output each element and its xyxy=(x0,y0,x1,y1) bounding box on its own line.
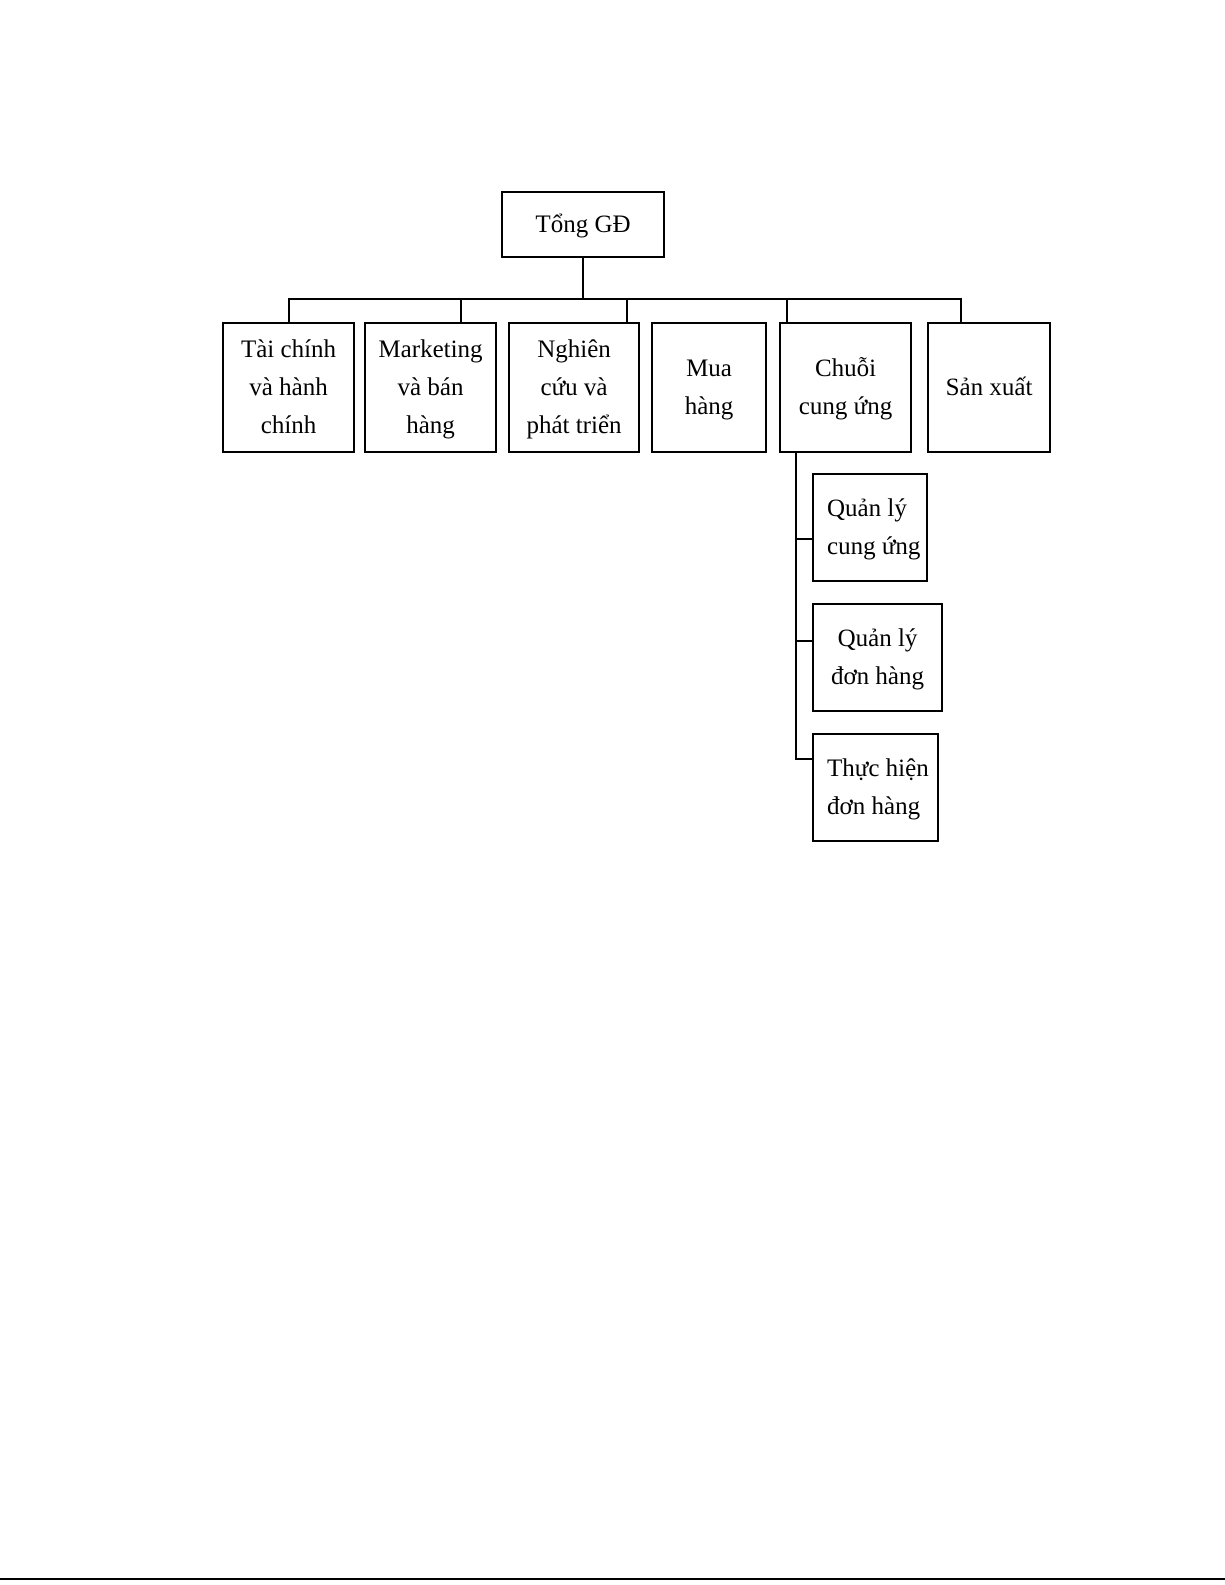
supply-unit-node-order-fulfillment: Thực hiện đơn hàng xyxy=(812,733,939,842)
supply-unit-label: Thực hiện đơn hàng xyxy=(827,750,929,826)
department-label: Nghiên cứu và phát triển xyxy=(526,331,621,445)
root-connector xyxy=(582,257,584,300)
department-label: Mua hàng xyxy=(685,350,734,426)
supply-chain-branch xyxy=(795,538,813,540)
supply-chain-trunk xyxy=(795,452,797,760)
department-node-purchasing: Mua hàng xyxy=(651,322,767,453)
page-bottom-rule xyxy=(0,1578,1225,1580)
department-label: Chuỗi cung ứng xyxy=(799,350,892,426)
department-drop xyxy=(460,298,462,323)
department-node-research-development: Nghiên cứu và phát triển xyxy=(508,322,640,453)
department-node-production: Sản xuất xyxy=(927,322,1051,453)
department-label: Marketing và bán hàng xyxy=(378,331,482,445)
supply-chain-branch xyxy=(795,640,813,642)
department-label: Tài chính và hành chính xyxy=(241,331,336,445)
department-node-supply-chain: Chuỗi cung ứng xyxy=(779,322,912,453)
department-bus xyxy=(288,298,962,300)
department-drop xyxy=(626,298,628,323)
department-drop xyxy=(960,298,962,323)
root-node-box: Tổng GĐ xyxy=(501,191,665,258)
supply-unit-node-supply-management: Quản lý cung ứng xyxy=(812,473,928,582)
supply-unit-label: Quản lý cung ứng xyxy=(827,490,920,566)
supply-unit-node-order-management: Quản lý đơn hàng xyxy=(812,603,943,712)
department-drop xyxy=(786,298,788,323)
supply-unit-label: Quản lý đơn hàng xyxy=(831,620,924,696)
department-drop xyxy=(288,298,290,323)
root-node-label: Tổng GĐ xyxy=(535,206,630,244)
department-node-finance-admin: Tài chính và hành chính xyxy=(222,322,355,453)
department-node-marketing-sales: Marketing và bán hàng xyxy=(364,322,497,453)
supply-chain-branch xyxy=(795,758,813,760)
department-label: Sản xuất xyxy=(946,369,1033,407)
